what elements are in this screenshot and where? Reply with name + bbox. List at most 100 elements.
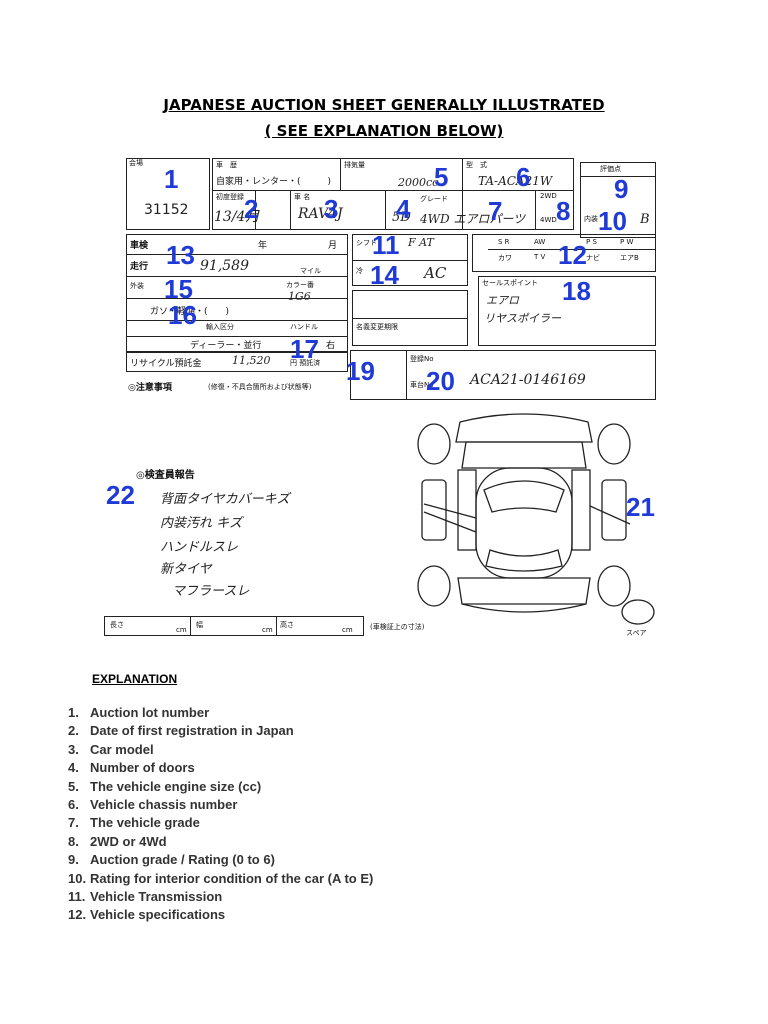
4wd-label: 4WD [540,216,557,224]
explanation-heading: EXPLANATION [92,672,178,686]
recycle-label: リサイクル預託金 [130,359,202,369]
list-item: 7.The vehicle grade [68,815,200,831]
score-box [580,162,656,238]
inspector-label: ◎検査員報告 [136,470,195,481]
doors-value: 5D [392,210,411,225]
mile-label: マイル [300,267,321,275]
shadai-label: 車台No [410,381,434,389]
marker-18: 18 [562,276,591,306]
spec-tv: T V [534,253,546,261]
hyoka-label: 評価点 [600,165,621,173]
marker-6: 6 [516,162,531,192]
height-unit: cm [342,626,353,634]
chuui-note: (修復・不具合箇所および状態等) [208,383,312,391]
marker-22: 22 [106,480,135,510]
marker-13: 13 [166,240,195,270]
length-unit: cm [176,626,187,634]
marker-7: 7 [488,196,503,226]
height-label: 高さ [280,621,294,629]
yunyu-label: 輸入区分 [206,323,234,331]
list-item: 12.Vehicle specifications [68,907,226,923]
marker-8: 8 [556,196,571,226]
marker-19: 19 [346,356,375,386]
tsuki-label: 月 [328,241,338,251]
katashiki-label: 型 式 [466,161,487,169]
marker-5: 5 [434,162,449,192]
spec-aw: AW [534,238,546,246]
marker-17: 17 [290,334,319,364]
chassis-value: TA-ACA21W [478,174,553,188]
lot-number: 31152 [144,202,189,218]
shamei-label: 車 名 [294,193,311,201]
vehicle-info-box [212,158,574,230]
model-value: RAV4J [298,206,343,222]
marker-11: 11 [372,230,400,260]
registration-box [350,350,656,400]
grade-value: 4WD エアロパーツ [420,212,526,226]
marker-14: 14 [370,260,399,290]
list-item: 2.Date of first registration in Japan [68,723,294,739]
shaken-label: 車検 [130,241,149,251]
marker-2: 2 [244,194,259,224]
marker-21: 21 [626,492,655,522]
jikayou-label: 自家用・レンター・( ) [216,177,332,187]
explanation-list: 1.Auction lot number 2.Date of first reg… [68,704,373,925]
grade-label: グレード [420,195,448,203]
nen-label: 年 [258,241,268,251]
spec-pw: P W [620,238,634,246]
sales-box [478,276,656,346]
yotaku-label: 円 預託済 [290,359,321,367]
sharyo-label: 車 歴 [216,161,237,169]
sales-label: セールスポイント [482,279,538,287]
report-line-4: 新タイヤ [160,562,212,577]
report-line-5: マフラースレ [172,584,250,599]
cc-value: 2000cc [398,176,439,189]
width-label: 幅 [196,621,203,629]
meigi-label: 名義変更期限 [356,323,398,331]
reikyaku-label: 冷 [356,267,363,275]
chuui-label: ◎注意事項 [128,383,172,393]
list-item: 5.The vehicle engine size (cc) [68,778,262,794]
sales-value-1: エアロ [486,294,519,307]
report-line-2: 内装汚れ キズ [160,516,243,531]
naiso-label: 内装 [584,215,598,223]
marker-3: 3 [324,194,339,224]
haikiryo-label: 排気量 [344,161,365,169]
gaiso-label: 外装 [130,282,144,290]
recycle-value: 11,520 [232,354,271,367]
mileage-value: 91,589 [200,258,249,274]
kaijo-label: 会場 [129,159,143,167]
list-item: 11.Vehicle Transmission [68,888,223,904]
soko-label: 走行 [130,262,149,272]
ac-value: AC [424,264,447,282]
marker-4: 4 [396,194,411,224]
list-item: 1.Auction lot number [68,705,210,720]
marker-10: 10 [598,206,627,236]
right-label: 右 [326,341,336,351]
spec-nabi: ナビ [586,254,600,262]
marker-20: 20 [426,366,455,396]
recycle-box [126,352,348,372]
shift-value: F AT [408,236,434,249]
spec-ps: P S [586,238,597,246]
spec-kawa: カワ [498,254,512,262]
shift-label: シフト [356,239,377,247]
color-label: カラー番 [286,281,314,289]
report-line-3: ハンドルスレ [160,540,239,555]
list-item: 6.Vehicle chassis number [68,796,238,812]
chassis-number-value: ACA21-0146169 [470,372,586,388]
2wd-label: 2WD [540,192,557,200]
dealer-label: ディーラー・並行 [190,341,262,351]
list-item: 4.Number of doors [68,760,195,776]
marker-16: 16 [168,300,197,330]
list-item: 8.2WD or 4Wd [68,833,167,849]
spec-airbag: エアB [620,254,639,262]
marker-1: 1 [164,164,179,194]
spec-box [472,234,656,272]
year-value: 13/4月 [214,209,260,225]
list-item: 10.Rating for interior condition of the … [68,870,374,886]
torokuno-label: 登録No [410,355,434,363]
car-diagram [417,413,655,625]
page-title: JAPANESE AUCTION SHEET GENERALLY ILLUSTR… [163,96,605,114]
spare-label: スペア [626,629,647,637]
